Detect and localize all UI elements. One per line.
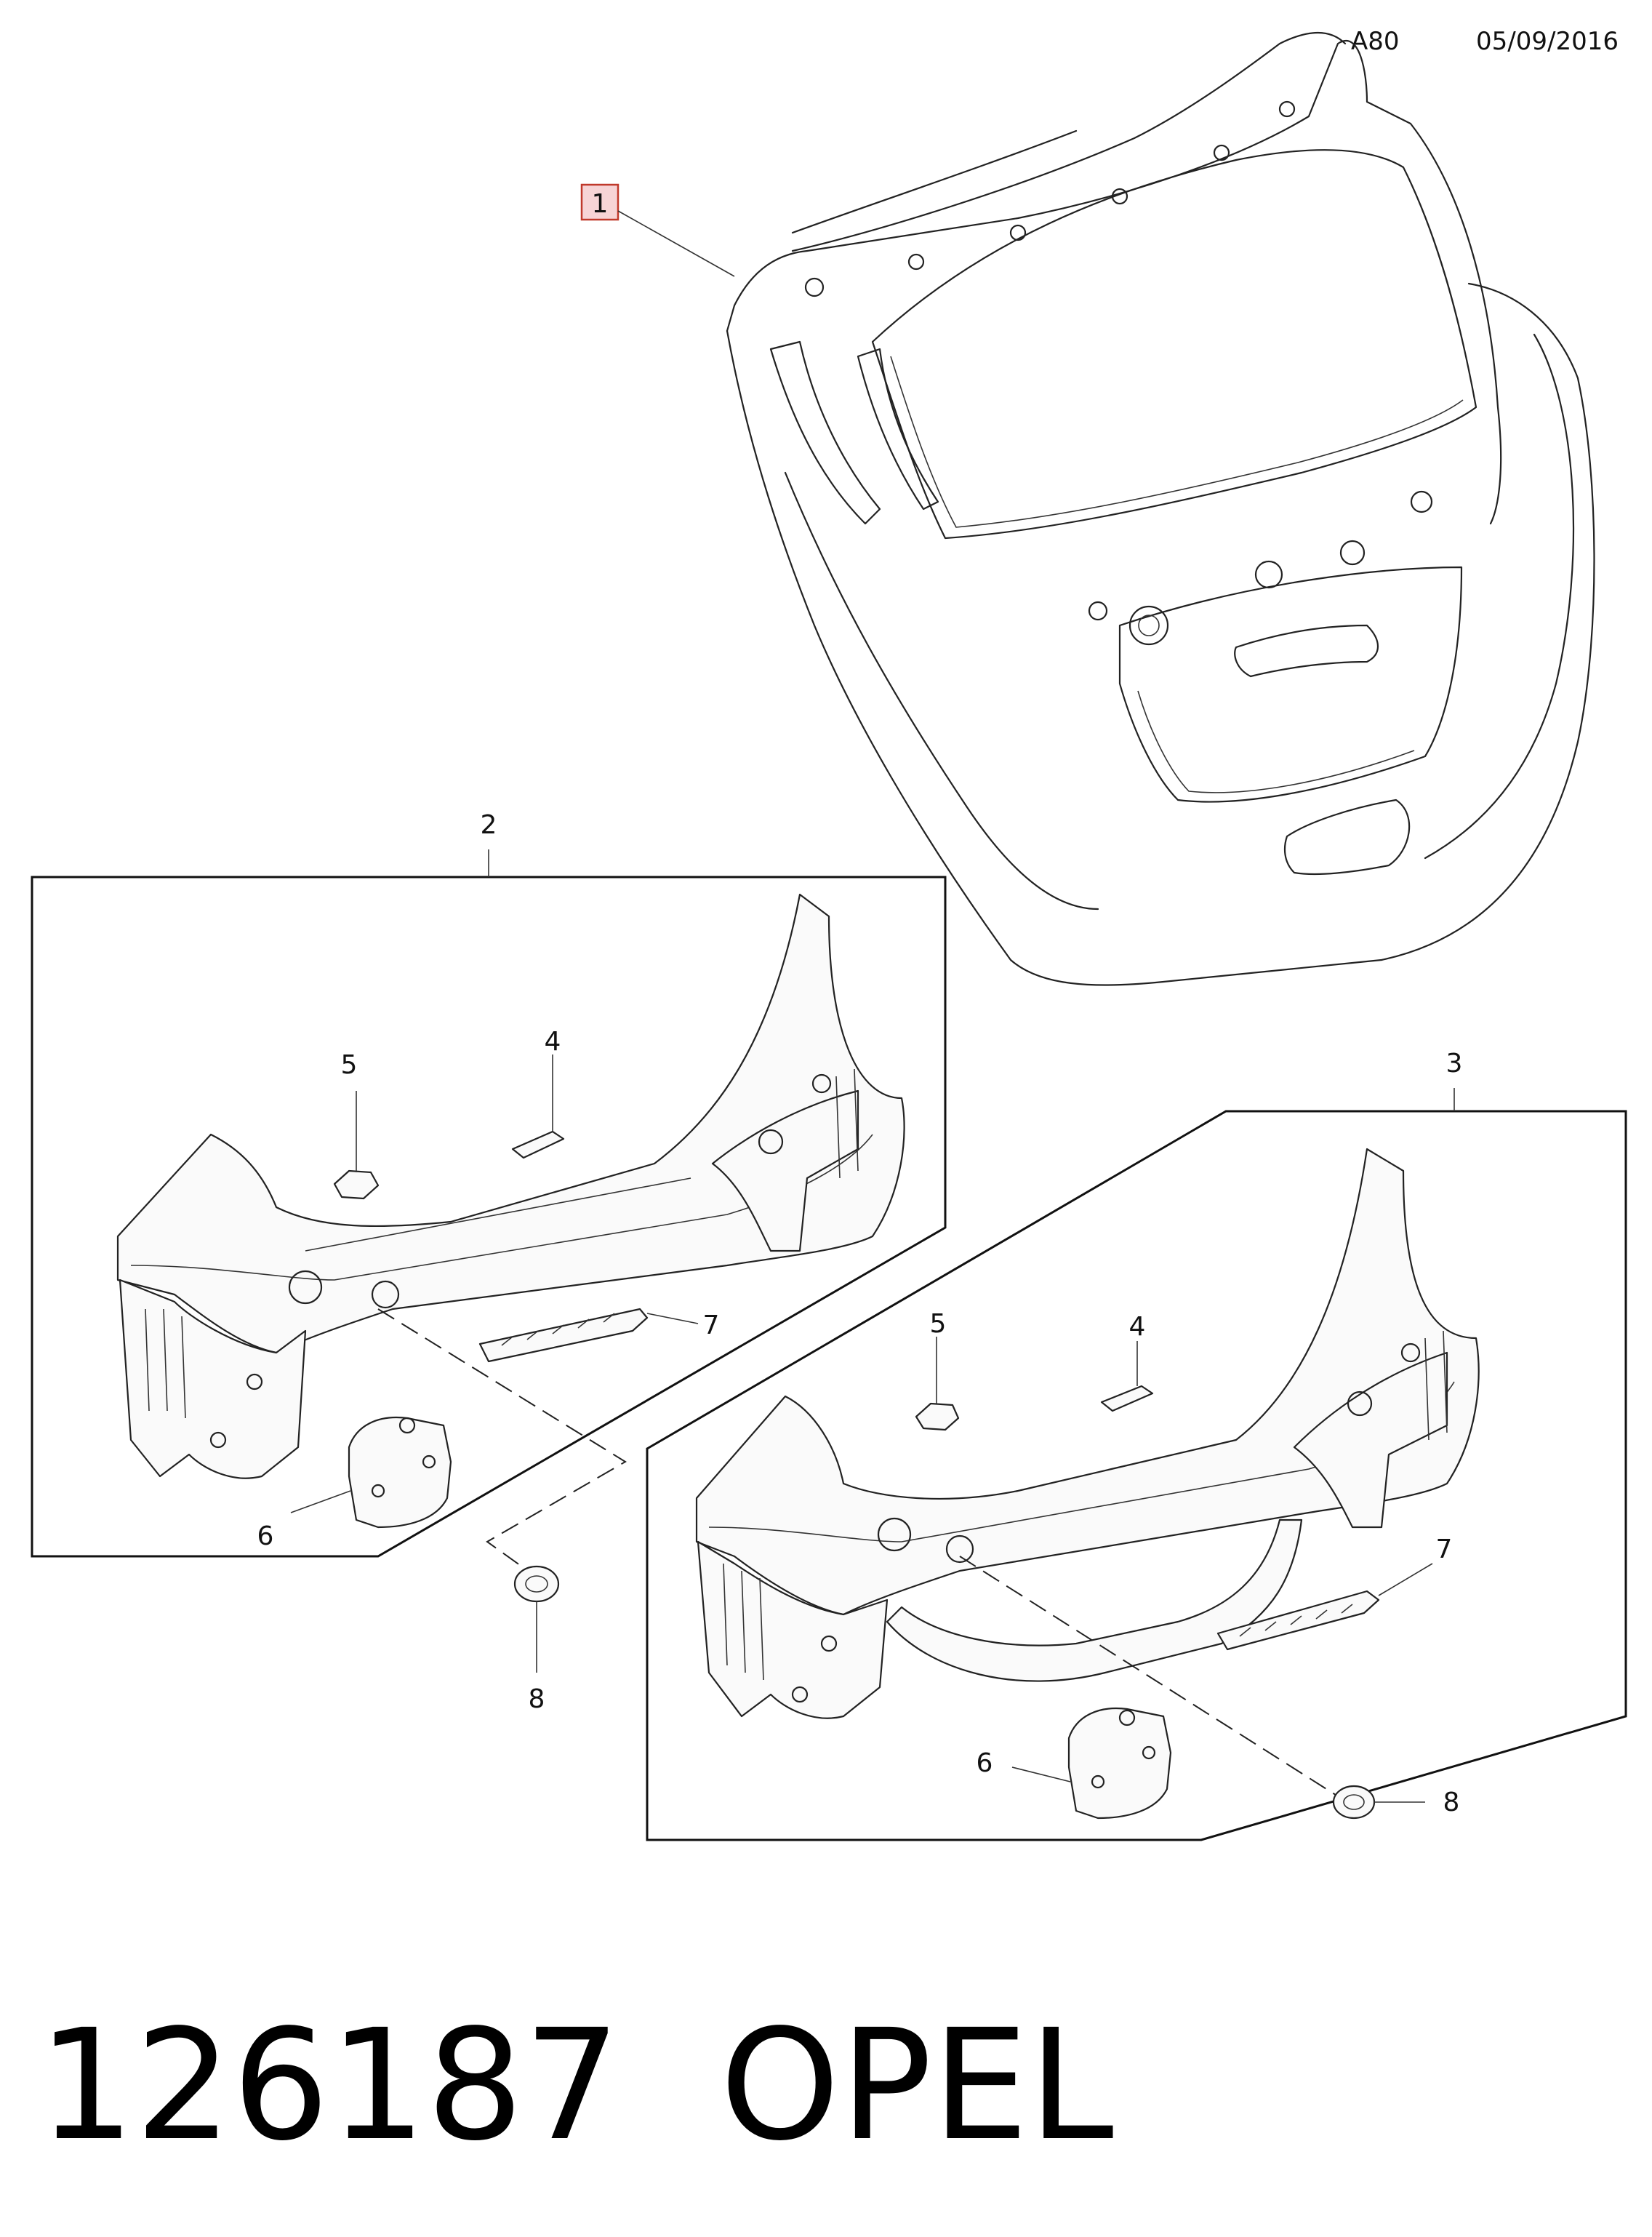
callout-7a[interactable]: 7 [703, 1310, 720, 1340]
callout-8b[interactable]: 8 [1443, 1788, 1460, 1817]
callout-5a[interactable]: 5 [341, 1050, 358, 1080]
callout-1[interactable]: 1 [592, 189, 609, 219]
callout-4a[interactable]: 4 [545, 1027, 561, 1057]
grommet-8a-drawing [513, 1565, 560, 1673]
callout-2[interactable]: 2 [481, 810, 497, 840]
callout-5b[interactable]: 5 [930, 1309, 947, 1339]
rear-panel-assembly-3 [695, 1148, 1480, 1820]
assembly-3-frame [646, 1110, 1627, 1841]
callout-4b[interactable]: 4 [1129, 1312, 1146, 1342]
rear-panel-assembly-2 [116, 893, 905, 1579]
callout-6b[interactable]: 6 [977, 1748, 993, 1778]
callout-3[interactable]: 3 [1446, 1049, 1463, 1079]
callout-6a[interactable]: 6 [257, 1521, 274, 1551]
callout-8a[interactable]: 8 [529, 1684, 545, 1714]
callout-7b[interactable]: 7 [1436, 1534, 1453, 1564]
brand-name: OPEL [720, 1996, 1114, 2174]
callout-1-highlight-box[interactable] [580, 183, 620, 221]
header-date: 05/09/2016 [1476, 27, 1619, 56]
tailgate-drawing [726, 32, 1595, 986]
part-number: 126187 [38, 1996, 621, 2174]
assembly-2-frame [31, 876, 947, 1558]
